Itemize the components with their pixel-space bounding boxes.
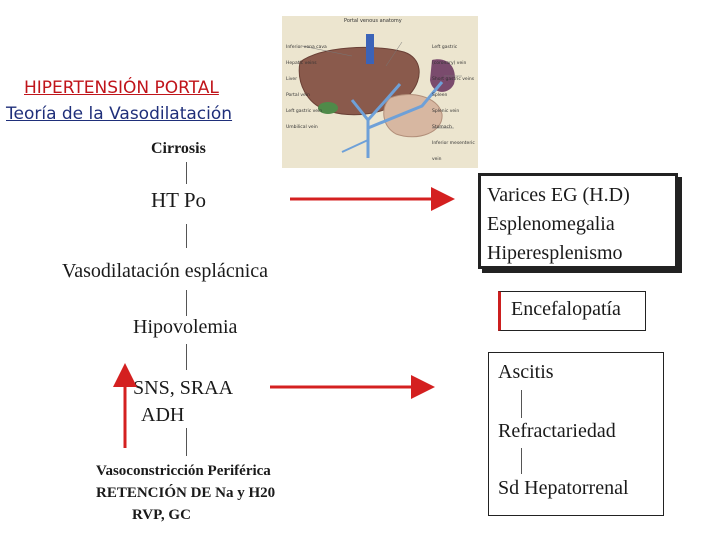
- node-sns: SNS, SRAA ADH: [133, 375, 233, 429]
- portal-anatomy-image: Portal venous anatomy Inferior vena cava…: [282, 16, 478, 168]
- box-complications: [488, 352, 664, 516]
- box-varices-line: Varices EG (H.D): [487, 184, 630, 206]
- anatomy-label: Inferior mesenteric vein: [432, 141, 475, 162]
- node-ht-po: HT Po: [151, 188, 207, 212]
- anatomy-label: Hepatic veins: [286, 61, 317, 66]
- connector-line: [521, 448, 522, 474]
- anatomy-label: Stomach: [432, 125, 452, 130]
- box-varices-line: Hiperesplenismo: [487, 242, 623, 264]
- node-vasoconstriccion-line: RVP, GC: [132, 507, 191, 523]
- anatomy-drawing: [298, 34, 462, 158]
- anatomy-labels-left: Inferior vena cava Hepatic veins Liver P…: [286, 40, 327, 136]
- connector-line: [186, 224, 187, 248]
- node-vasodilatacion: Vasodilatación esplácnica: [62, 260, 269, 282]
- anatomy-label: Umbilical vein: [286, 125, 318, 130]
- box-varices-line: Esplenomegalia: [487, 213, 615, 235]
- anatomy-label: Liver: [286, 77, 298, 82]
- anatomy-label: Spleen: [432, 93, 448, 98]
- box-varices: Varices EG (H.D) Esplenomegalia Hiperesp…: [478, 173, 678, 269]
- connector-line: [186, 162, 187, 184]
- title-line-2: Teoría de la Vasodilatación: [6, 104, 233, 124]
- box-encefalopatia-label: Encefalopatía: [511, 298, 621, 320]
- node-ascitis: Ascitis: [498, 361, 554, 383]
- anatomy-label: Short gastric veins: [432, 77, 475, 82]
- node-cirrosis: Cirrosis: [151, 140, 206, 157]
- box-encefalopatia: Encefalopatía: [498, 291, 646, 331]
- anatomy-label: Splenic vein: [432, 109, 460, 114]
- node-sns-line: ADH: [141, 404, 185, 426]
- node-vasoconstriccion: Vasoconstricción Periférica RETENCIÓN DE…: [96, 460, 275, 526]
- node-refractariedad: Refractariedad: [498, 420, 616, 442]
- title-line-1: HIPERTENSIÓN PORTAL: [24, 78, 219, 98]
- node-sd-hepatorrenal: Sd Hepatorrenal: [498, 477, 629, 499]
- node-vasoconstriccion-line: Vasoconstricción Periférica: [96, 463, 271, 479]
- anatomy-label: Portal vein: [286, 93, 310, 98]
- connector-line: [186, 344, 187, 370]
- anatomy-label: Left gastric (coronary) vein: [432, 45, 467, 66]
- anatomy-heading: Portal venous anatomy: [344, 18, 402, 24]
- anatomy-label: Left gastric vein: [286, 109, 323, 114]
- connector-line: [186, 428, 187, 456]
- connector-line: [186, 290, 187, 316]
- node-vasoconstriccion-line: RETENCIÓN DE Na y H20: [96, 485, 276, 501]
- anatomy-label: Inferior vena cava: [286, 45, 327, 50]
- connector-line: [521, 390, 522, 418]
- node-hipovolemia: Hipovolemia: [133, 316, 238, 338]
- node-sns-line: SNS, SRAA: [133, 377, 234, 399]
- anatomy-labels-right: Left gastric (coronary) vein Short gastr…: [432, 40, 476, 168]
